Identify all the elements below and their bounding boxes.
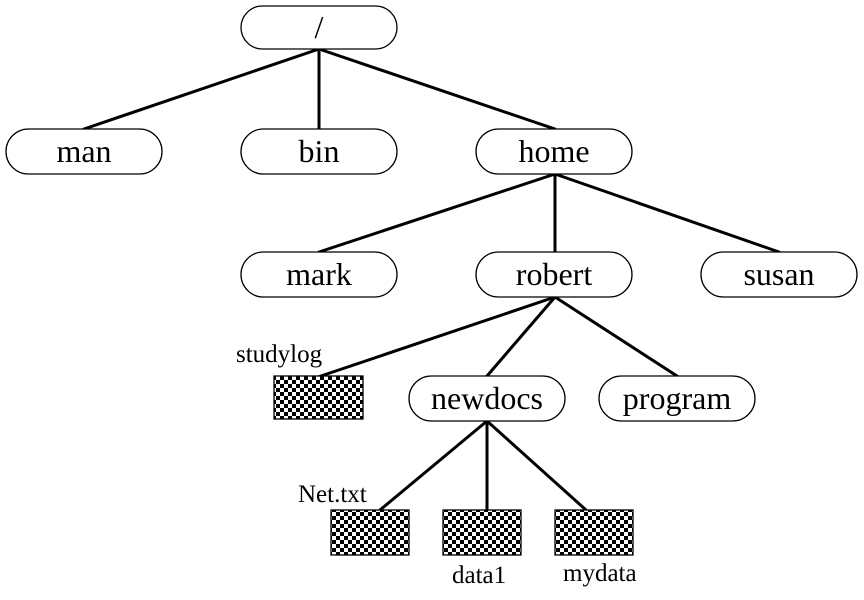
- directory-node-robert[interactable]: robert: [475, 251, 633, 298]
- directory-label-susan: susan: [743, 256, 814, 292]
- directory-label-program: program: [623, 380, 732, 416]
- file-label-data1: data1: [452, 562, 506, 589]
- file-icon: [554, 509, 634, 556]
- directory-label-mark: mark: [286, 256, 352, 292]
- directory-label-robert: robert: [516, 256, 593, 292]
- directory-label-man: man: [56, 133, 111, 169]
- edge-robert-studylog: [316, 295, 557, 379]
- directory-node-shape: [475, 128, 633, 175]
- file-node-net-txt[interactable]: [330, 509, 410, 556]
- directory-node-shape: [5, 128, 163, 175]
- directory-node-mark[interactable]: mark: [240, 251, 398, 298]
- directory-node-susan[interactable]: susan: [700, 251, 858, 298]
- file-label-mydata: mydata: [563, 560, 637, 587]
- directory-node-shape: [240, 251, 398, 298]
- file-node-data1[interactable]: [442, 509, 522, 556]
- directory-label-bin: bin: [299, 133, 340, 169]
- directory-node-program[interactable]: program: [598, 375, 756, 422]
- directory-node-shape: [240, 128, 398, 175]
- directory-node-root[interactable]: /: [240, 5, 398, 50]
- file-label-net-txt: Net.txt: [298, 481, 367, 508]
- tree-edges: [82, 47, 781, 512]
- file-icon: [273, 375, 364, 420]
- directory-node-home[interactable]: home: [475, 128, 633, 175]
- edge-robert-program: [553, 295, 679, 378]
- edge-newdocs-net-txt: [378, 419, 489, 512]
- directory-node-shape: [700, 251, 858, 298]
- directory-node-man[interactable]: man: [5, 128, 163, 175]
- edge-newdocs-mydata: [485, 419, 588, 512]
- file-icon: [330, 509, 410, 556]
- directory-node-shape: [240, 5, 398, 50]
- file-icon: [442, 509, 522, 556]
- edge-root-man: [82, 47, 321, 131]
- directory-label-newdocs: newdocs: [431, 380, 543, 416]
- directory-node-shape: [408, 375, 566, 422]
- directory-node-shape: [475, 251, 633, 298]
- directory-label-root: /: [315, 9, 324, 45]
- edge-home-susan: [553, 172, 781, 254]
- edge-robert-newdocs: [485, 295, 557, 378]
- directory-node-newdocs[interactable]: newdocs: [408, 375, 566, 422]
- directory-node-bin[interactable]: bin: [240, 128, 398, 175]
- file-label-studylog: studylog: [236, 341, 323, 368]
- file-node-studylog[interactable]: [273, 375, 364, 420]
- file-node-mydata[interactable]: [554, 509, 634, 556]
- directory-label-home: home: [518, 133, 589, 169]
- edge-home-mark: [317, 172, 557, 254]
- directory-node-shape: [598, 375, 756, 422]
- edge-root-home: [317, 47, 557, 131]
